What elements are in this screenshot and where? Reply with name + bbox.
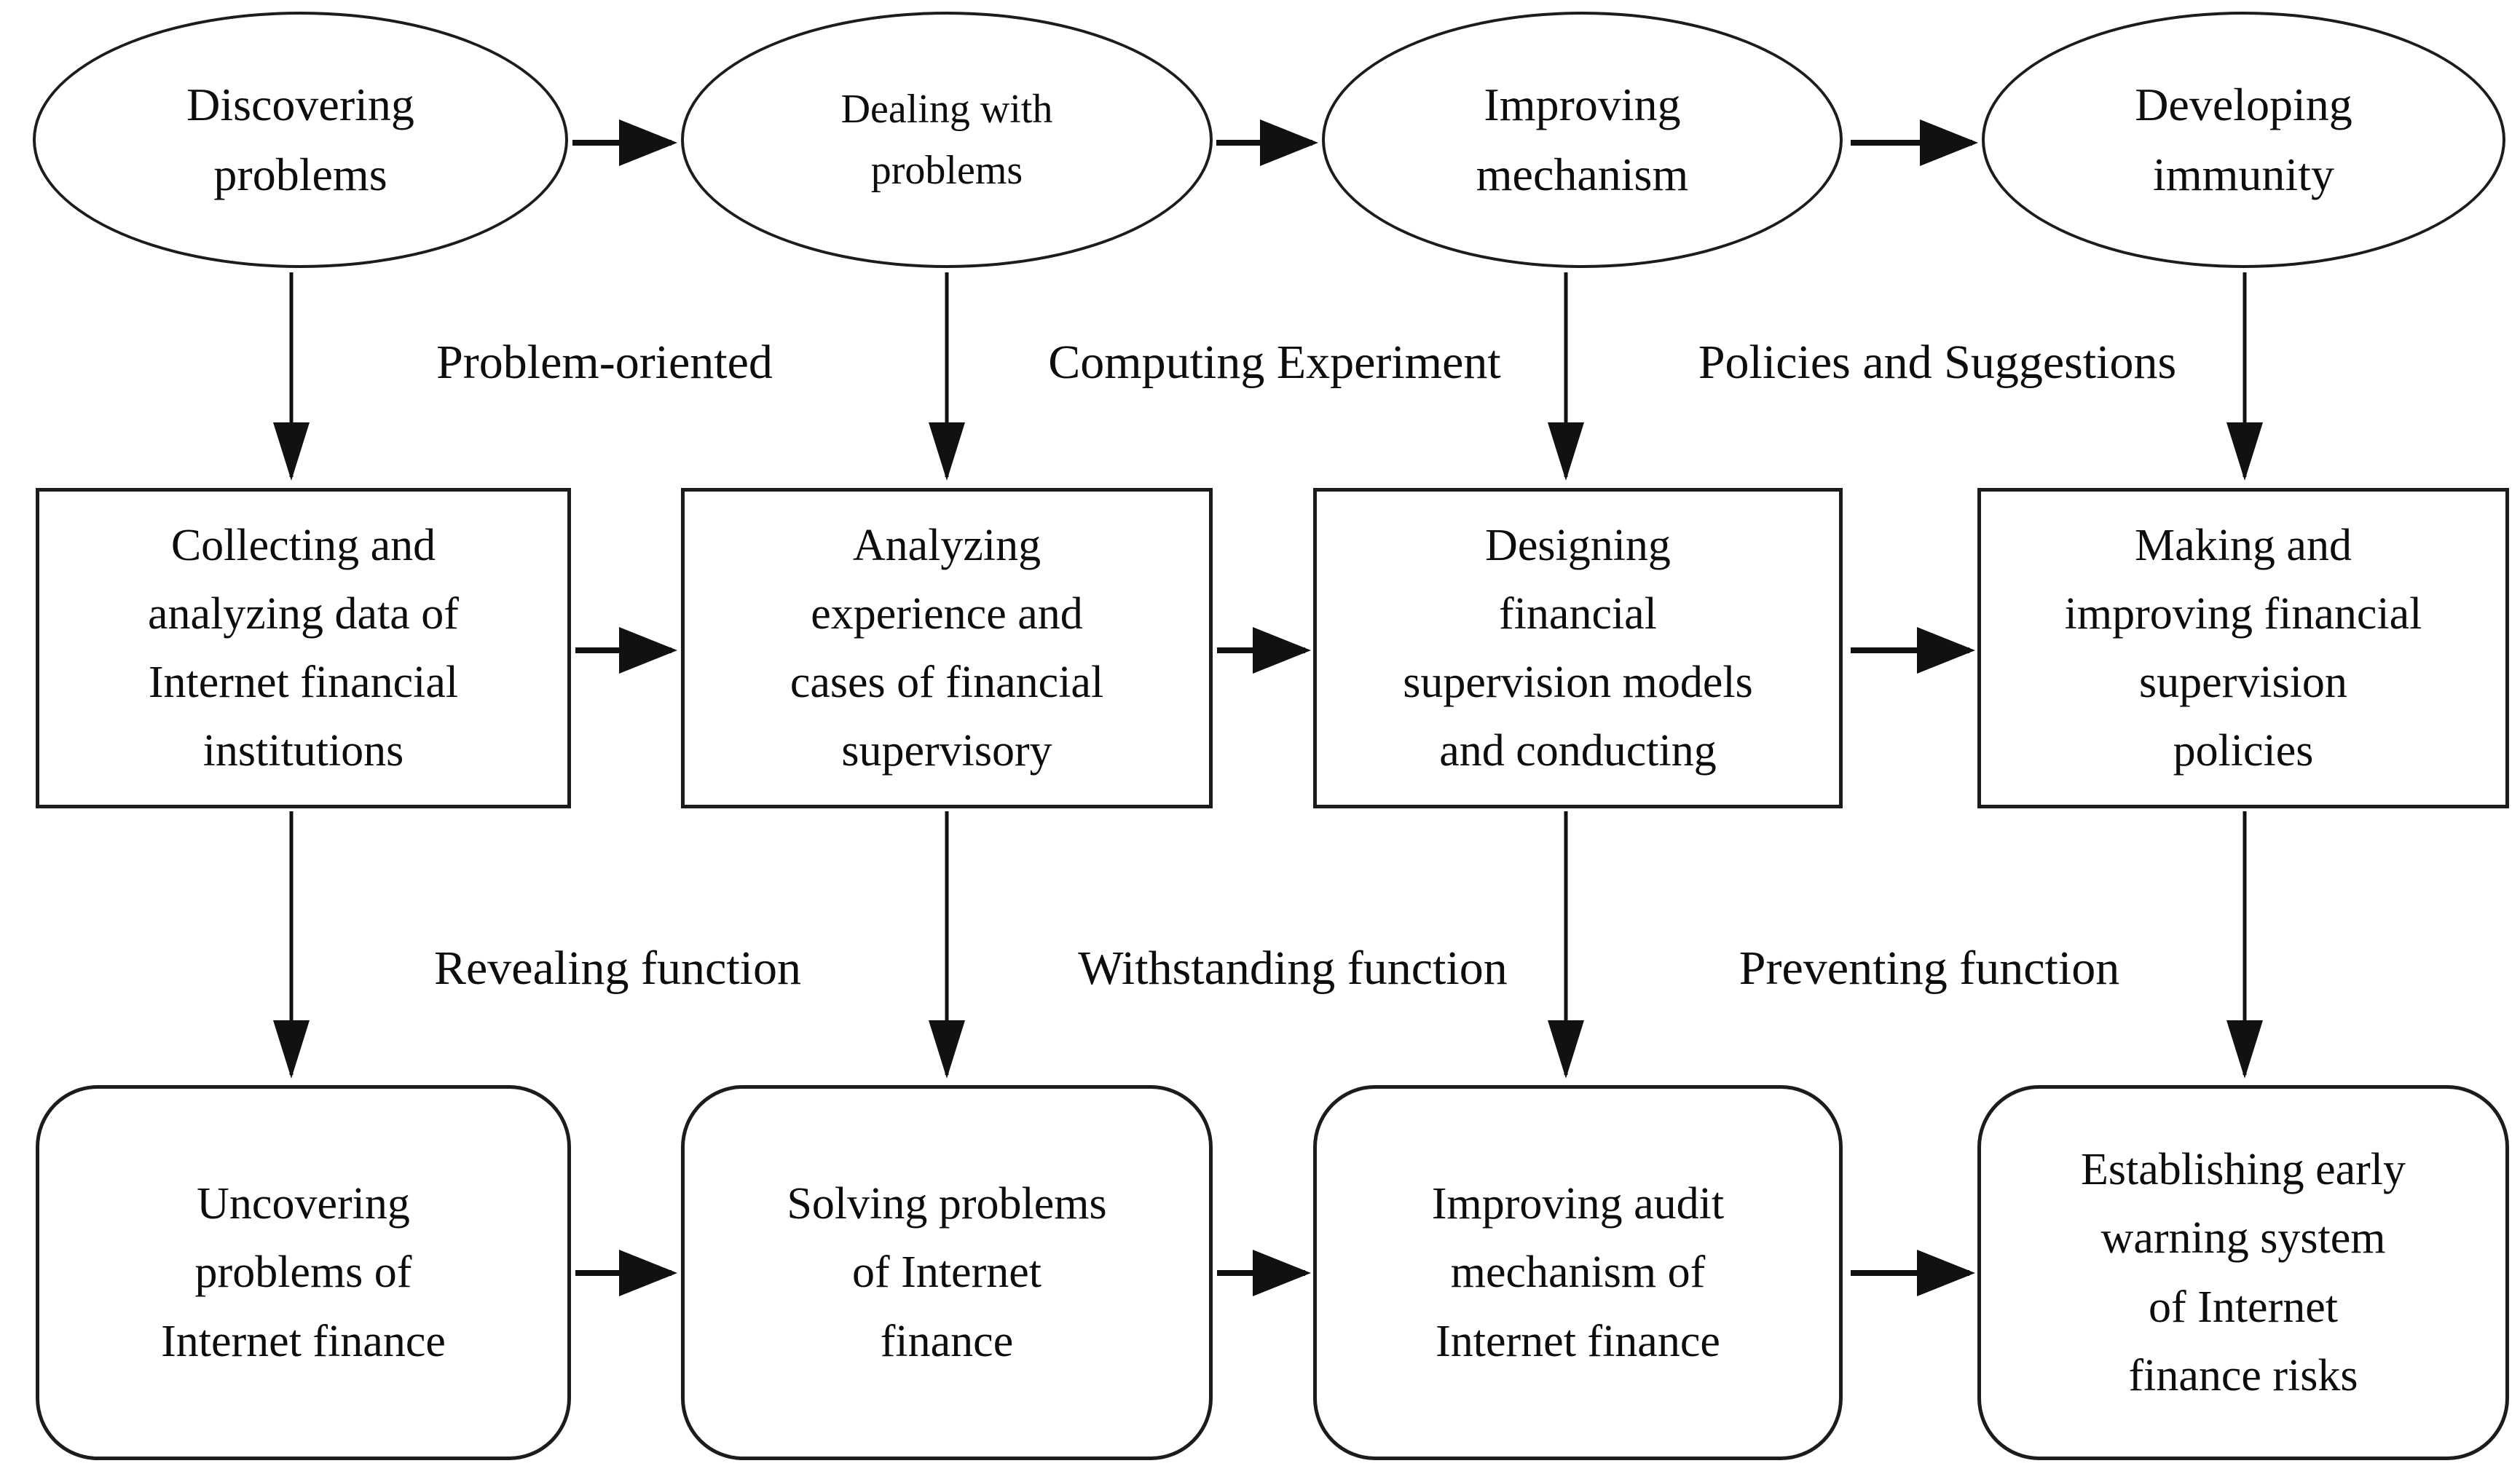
label-policies-and-suggestions: Policies and Suggestions bbox=[1698, 336, 2177, 389]
box-improving-audit-mechanism: Improving audit mechanism of Internet fi… bbox=[1313, 1085, 1843, 1460]
ellipse-developing-immunity: Developing immunity bbox=[1982, 12, 2505, 268]
label-problem-oriented: Problem-oriented bbox=[436, 336, 773, 389]
label-preventing-function: Preventing function bbox=[1739, 942, 2120, 995]
box-making-improving-policies: Making and improving financial supervisi… bbox=[1977, 488, 2509, 808]
ellipse-improving-mechanism: Improving mechanism bbox=[1322, 12, 1843, 268]
box-solving-problems: Solving problems of Internet finance bbox=[681, 1085, 1213, 1460]
box-early-warning-system: Establishing early warning system of Int… bbox=[1977, 1085, 2509, 1460]
ellipse-dealing-with-problems: Dealing with problems bbox=[681, 12, 1213, 268]
box-collecting-analyzing-data: Collecting and analyzing data of Interne… bbox=[36, 488, 571, 808]
box-analyzing-experience-cases: Analyzing experience and cases of financ… bbox=[681, 488, 1213, 808]
label-revealing-function: Revealing function bbox=[433, 942, 802, 995]
label-withstanding-function: Withstanding function bbox=[1078, 942, 1508, 995]
box-designing-supervision-models: Designing financial supervision models a… bbox=[1313, 488, 1843, 808]
ellipse-discovering-problems: Discovering problems bbox=[33, 12, 568, 268]
box-uncovering-problems: Uncovering problems of Internet finance bbox=[36, 1085, 571, 1460]
label-computing-experiment: Computing Experiment bbox=[1048, 336, 1501, 389]
